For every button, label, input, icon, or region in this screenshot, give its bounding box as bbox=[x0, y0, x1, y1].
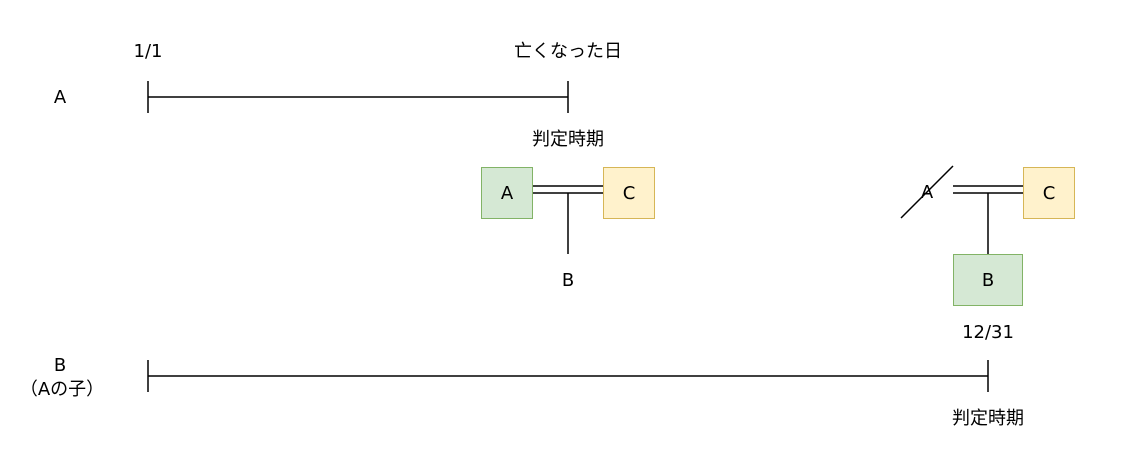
family-right-box-b-label: B bbox=[981, 269, 995, 291]
family-right-box-c: C bbox=[1023, 167, 1075, 219]
family-right-crossed-a: A bbox=[920, 182, 934, 203]
family-right-box-b: B bbox=[953, 254, 1023, 306]
timeline-a-judgment-label: 判定時期 bbox=[532, 129, 604, 150]
family-left-connectors bbox=[533, 185, 603, 254]
row-b-sublabel: （Aの子） bbox=[19, 379, 105, 400]
timeline-b-judgment-label: 判定時期 bbox=[952, 408, 1024, 429]
row-b-label: B bbox=[53, 355, 67, 376]
family-right-box-c-label: C bbox=[1042, 182, 1056, 204]
family-left-box-c-label: C bbox=[622, 182, 636, 204]
timeline-a-start-label: 1/1 bbox=[133, 41, 163, 62]
family-left-child-b: B bbox=[561, 270, 575, 291]
family-right-connectors bbox=[953, 185, 1023, 254]
deceased-strike-line bbox=[900, 165, 954, 219]
timeline-b-end-label: 12/31 bbox=[962, 322, 1014, 343]
row-a-label: A bbox=[53, 87, 67, 108]
family-left-box-c: C bbox=[603, 167, 655, 219]
family-left-box-a-label: A bbox=[500, 182, 514, 204]
timeline-b bbox=[147, 360, 989, 392]
family-left-box-a: A bbox=[481, 167, 533, 219]
timeline-a bbox=[147, 81, 569, 113]
timeline-a-end-label: 亡くなった日 bbox=[514, 41, 622, 62]
